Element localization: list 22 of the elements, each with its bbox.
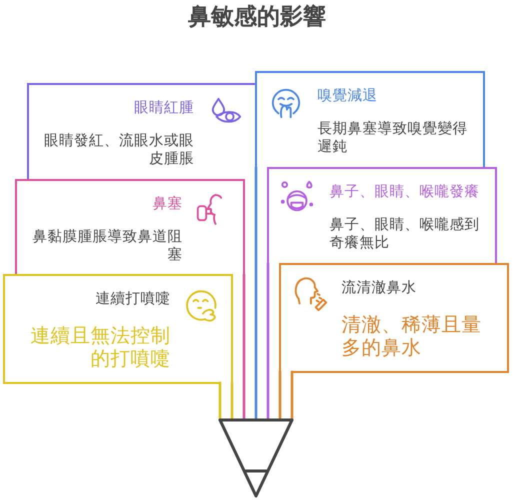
- connector-line: [254, 166, 258, 420]
- symptom-card: [2, 274, 234, 384]
- title: 鼻敏感的影響: [188, 3, 326, 31]
- card-heading: 鼻子、眼睛、喉嚨發癢: [330, 182, 480, 200]
- card-text: 長期鼻塞導致嗅覺變得遲鈍: [318, 120, 468, 156]
- symptom-card: [278, 262, 510, 374]
- card-heading: 連續打噴嚏: [96, 290, 170, 308]
- card-text: 鼻黏膜腫脹導致鼻道阻塞: [32, 228, 182, 264]
- card-heading: 嗅覺減退: [318, 86, 378, 104]
- connector-line: [218, 380, 234, 422]
- card-heading: 流清澈鼻水: [342, 278, 416, 296]
- card-text: 清澈、稀薄且量多的鼻水: [342, 312, 482, 358]
- card-heading: 眼睛紅腫: [134, 98, 194, 116]
- card-text: 眼睛發紅、流眼水或眼皮腫脹: [43, 132, 194, 168]
- symptom-card: [26, 82, 255, 179]
- connector-line: [266, 262, 270, 420]
- card-heading: 鼻塞: [152, 194, 182, 212]
- funnel: [217, 417, 295, 499]
- card-text: 連續且無法控制的打噴嚏: [30, 324, 170, 370]
- card-text: 鼻子、眼睛、喉嚨感到奇癢無比: [330, 216, 480, 252]
- connector-line: [242, 274, 246, 420]
- symptom-card: [254, 70, 486, 167]
